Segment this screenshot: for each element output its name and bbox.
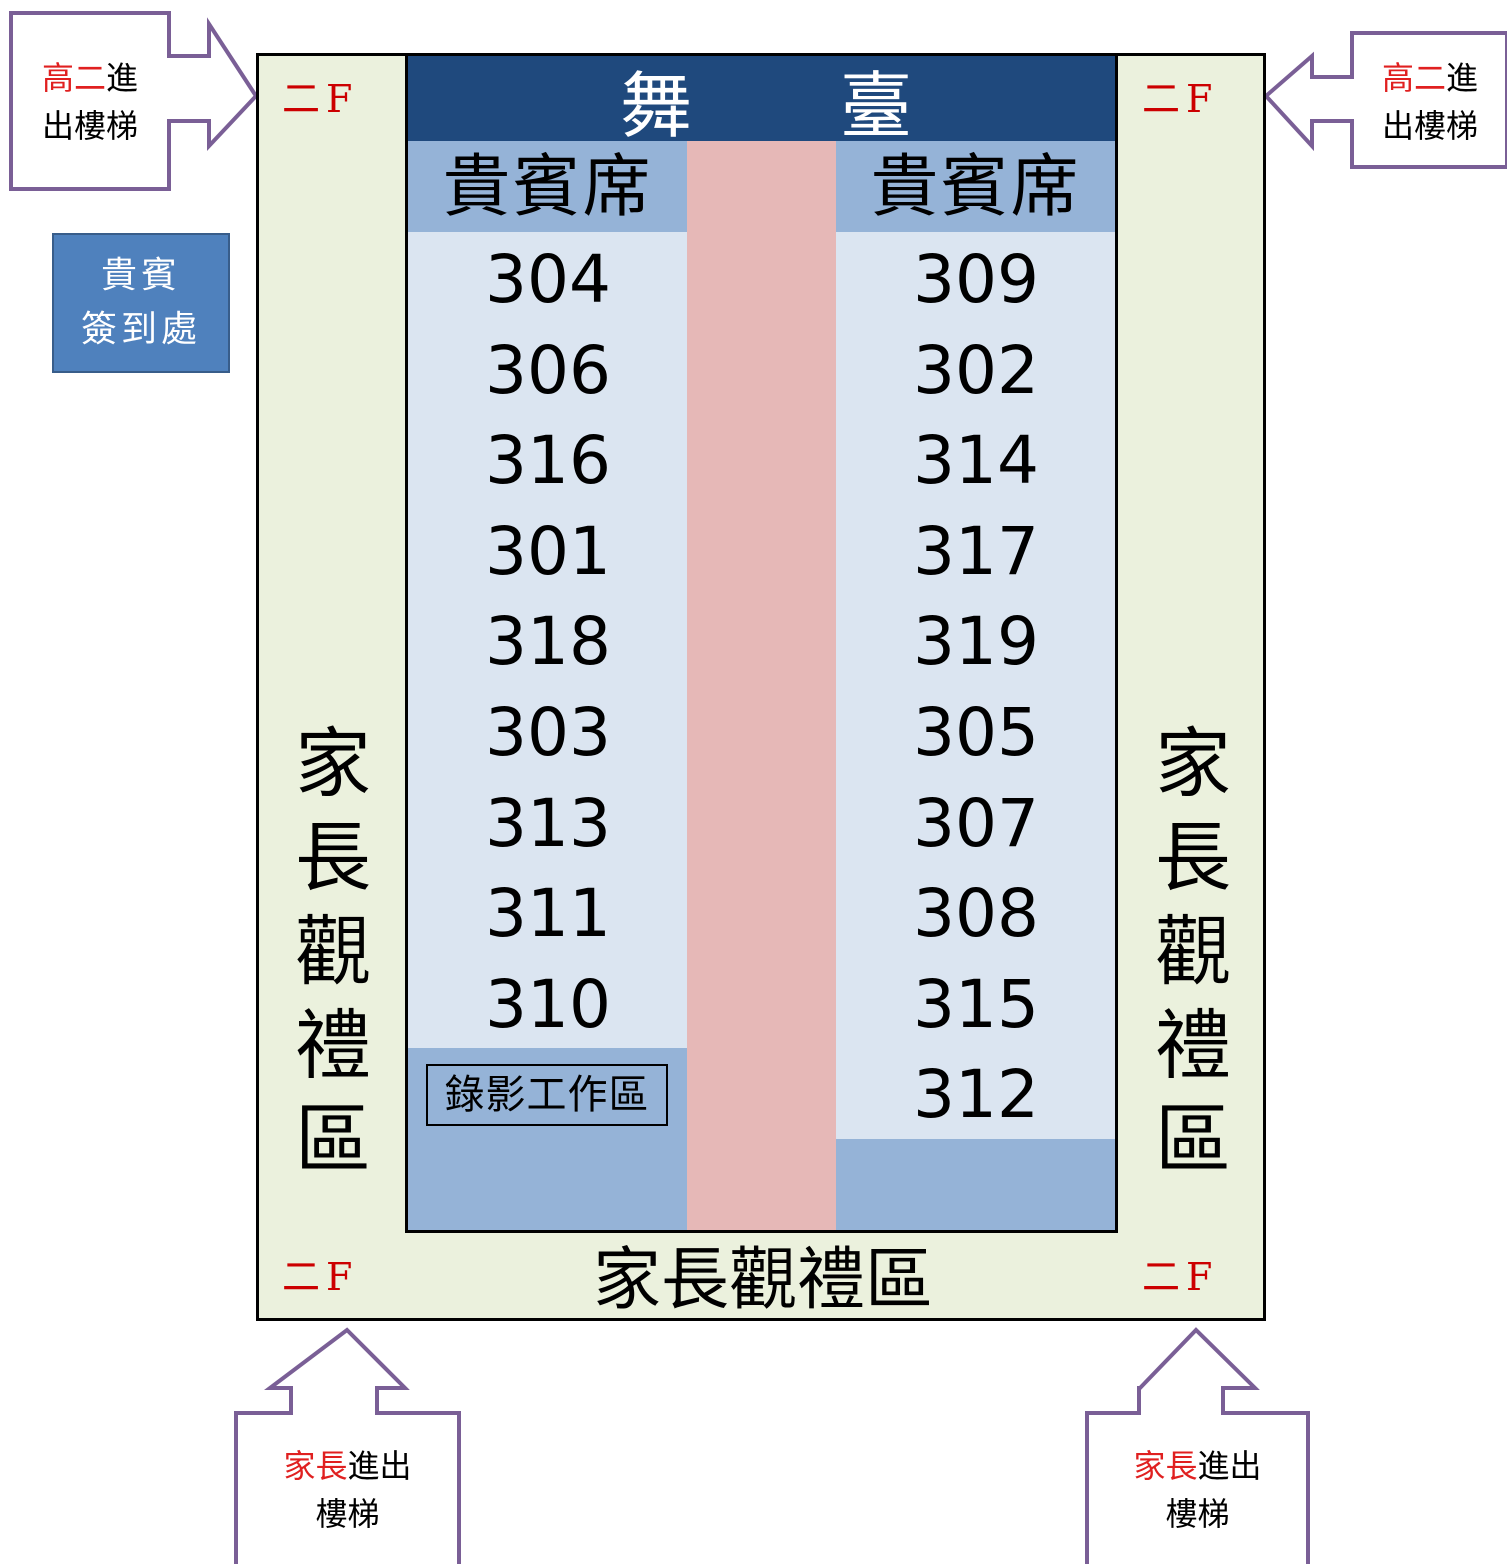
seat-column-left: 304 306 316 301 318 303 313 311 310	[408, 232, 688, 1047]
seat-row: 302	[913, 331, 1039, 409]
seat-row: 306	[485, 331, 611, 409]
stairs-label-bottom-right: 家長進出 樓梯	[1133, 1447, 1262, 1533]
seat-row: 310	[485, 965, 611, 1043]
arrow-bottom-right	[1085, 1327, 1310, 1564]
seat-row: 313	[485, 784, 611, 862]
seat-row: 304	[485, 241, 611, 318]
seat-row: 301	[485, 512, 611, 590]
seat-row: 319	[913, 603, 1039, 681]
floor-label-bottom-right: 二F	[1142, 1255, 1219, 1299]
stairs-label-bottom-left: 家長進出 樓梯	[283, 1447, 412, 1533]
video-work-area: 錄影工作區	[426, 1064, 668, 1126]
seat-row: 314	[913, 422, 1039, 500]
seat-column-right: 309 302 314 317 319 305 307 308 315 312	[836, 232, 1116, 1138]
vip-heading-left: 貴賓席	[408, 141, 687, 232]
seat-row: 317	[913, 512, 1039, 590]
seat-row: 303	[485, 693, 611, 771]
video-area-block	[408, 1048, 687, 1230]
vip-heading-right: 貴賓席	[836, 141, 1115, 232]
parent-area-label-right: 家 長 觀 禮 區	[1155, 719, 1231, 1184]
parent-area-label-left: 家 長 觀 禮 區	[295, 719, 371, 1184]
stage-char-1: 舞	[620, 64, 693, 148]
arrow-top-right	[1263, 31, 1507, 169]
arrow-top-left	[9, 11, 259, 191]
seat-row: 309	[913, 241, 1039, 318]
stairs-label-top-right: 高二進 出樓梯	[1381, 59, 1479, 145]
seat-row: 311	[485, 875, 611, 953]
seat-row: 312	[913, 1056, 1039, 1134]
seat-row: 318	[485, 603, 611, 681]
vip-signin-desk: 貴賓 簽到處	[52, 233, 230, 373]
stage-char-2: 臺	[840, 64, 913, 148]
seat-row: 305	[913, 693, 1039, 771]
floor-label-bottom-left: 二F	[282, 1255, 359, 1299]
seat-row: 315	[913, 965, 1039, 1043]
arrow-bottom-left	[234, 1327, 461, 1564]
seat-row: 307	[913, 784, 1039, 862]
floor-label-top-right: 二F	[1142, 77, 1219, 121]
vip-desk-line1: 貴賓	[100, 255, 181, 296]
seat-row: 316	[485, 422, 611, 500]
floor-label-top-left: 二F	[282, 77, 359, 121]
parent-area-label-bottom: 家長觀禮區	[592, 1241, 933, 1320]
right-bottom-block	[836, 1139, 1115, 1230]
center-aisle	[687, 141, 836, 1230]
stairs-label-top-left: 高二進 出樓梯	[41, 59, 139, 145]
stage: 舞 臺	[408, 56, 1115, 148]
seat-row: 308	[913, 875, 1039, 953]
vip-desk-line2: 簽到處	[80, 309, 201, 350]
